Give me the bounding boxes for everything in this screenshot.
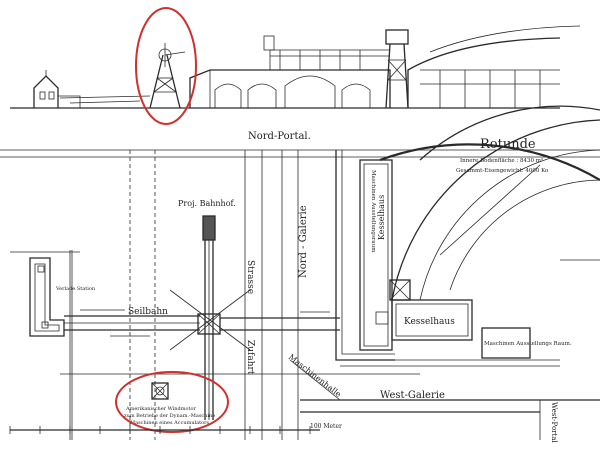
label-windmotor-line3: Maschinen eines Accumulators xyxy=(130,420,210,426)
label-west-portal: West-Portal xyxy=(550,402,558,444)
label-windmotor-line1: Amerikanischer Windmotor xyxy=(125,406,196,412)
windmill-tower-elevation xyxy=(149,43,186,109)
label-rotunde: Rotunde xyxy=(480,137,536,152)
label-verlade-station: Verlade Station xyxy=(55,286,96,292)
windmotor-plan: Amerikanischer Windmotor zum Betriebe de… xyxy=(115,371,229,433)
label-maschinen-ausstellungsraum: Maschinen Ausstellungsraum xyxy=(370,170,376,253)
elevation-view xyxy=(10,7,581,125)
label-scale-unit: 100 Meter xyxy=(310,423,342,430)
label-nord-portal: Nord-Portal. xyxy=(248,131,311,142)
water-tower-elevation xyxy=(385,29,409,109)
proj-bahnhof: Proj. Bahnhof. xyxy=(169,199,340,420)
label-strasse: Strasse xyxy=(245,260,255,294)
rotunde: Rotunde Innere Bodenfläche : 8430 m² Ges… xyxy=(379,105,600,301)
hut-elevation xyxy=(33,70,81,108)
label-maschinenhalle: Maschinenhalle xyxy=(287,352,343,399)
label-zufahrt: Zufahrt xyxy=(245,340,255,375)
site-grid xyxy=(0,149,600,440)
gallery-elevation xyxy=(189,35,391,108)
label-maschinen-ausstellungs-raum: Maschinen Ausstellungs Raum. xyxy=(484,341,572,347)
label-seilbahn: Seilbahn xyxy=(128,307,168,317)
scale-bar: 100 Meter xyxy=(9,423,342,434)
label-windmotor-line2: zum Betriebe der Dynam.-Maschine xyxy=(124,413,215,419)
kesselhaus-complex: Maschinen Ausstellungsraum Kesselhaus Ke… xyxy=(335,150,572,367)
seilbahn: Seilbahn xyxy=(64,307,200,337)
label-west-galerie: West-Galerie xyxy=(380,390,445,401)
highlight-windmill-elevation xyxy=(135,7,197,125)
label-rotunde-weight: Gesammt-Eisengewicht: 4000 Ko xyxy=(456,168,549,174)
label-nord-galerie: Nord - Galerie xyxy=(298,205,309,278)
label-rotunde-area: Innere Bodenfläche : 8430 m² xyxy=(460,157,543,164)
verlade-station: Verlade Station xyxy=(10,250,96,440)
highlight-windmotor-plan xyxy=(115,371,229,433)
label-kesselhaus: Kesselhaus xyxy=(404,317,455,327)
label-kesselhaus-vertical: Kesselhaus xyxy=(377,195,386,240)
rotunde-elevation xyxy=(407,25,581,108)
label-proj-bahnhof: Proj. Bahnhof. xyxy=(178,199,236,208)
